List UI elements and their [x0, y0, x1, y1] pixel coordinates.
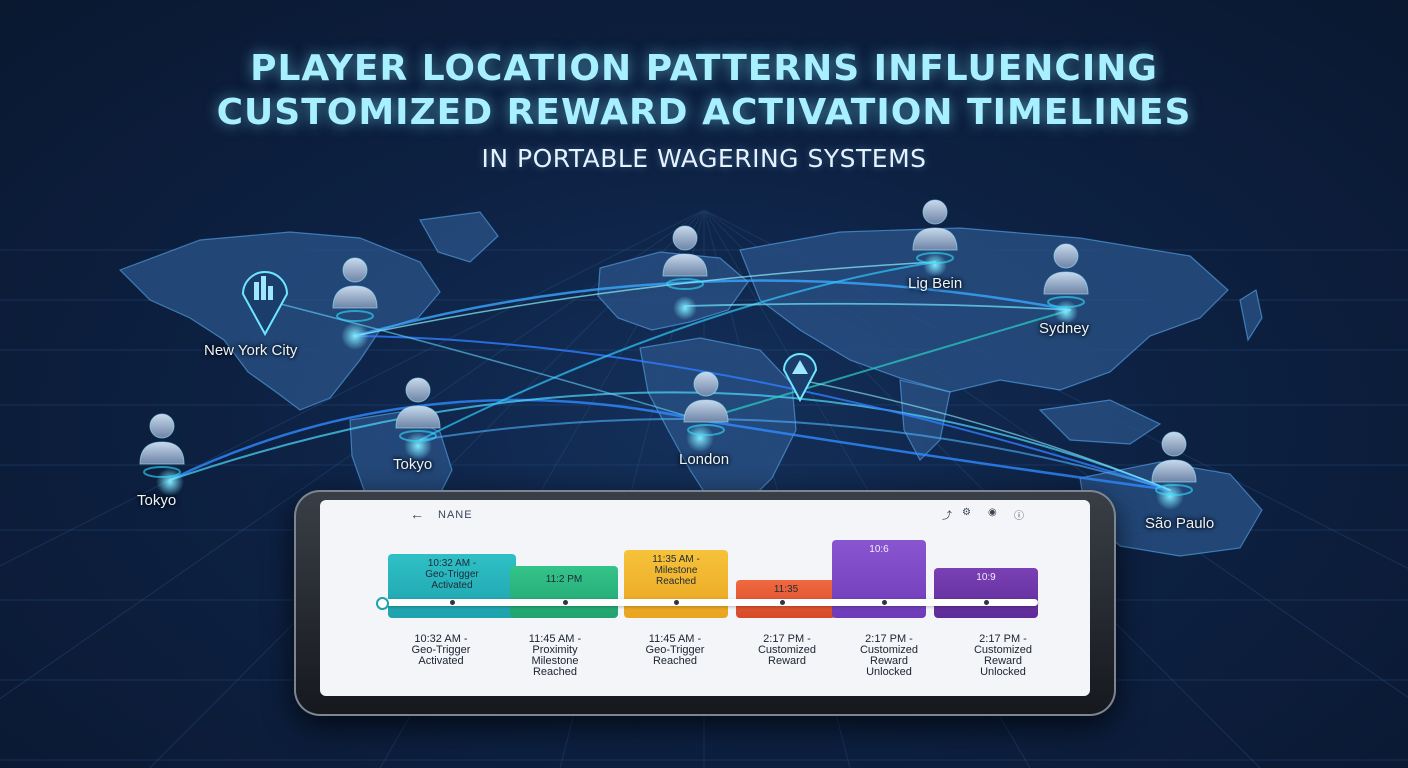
event-text: Customized	[757, 644, 817, 656]
title-line-2: CUSTOMIZED REWARD ACTIVATION TIMELINES	[216, 92, 1192, 133]
city-label-london: London	[679, 451, 730, 468]
player-avatar	[332, 257, 378, 322]
event-time: 10:32 AM -	[414, 633, 468, 645]
app-name: NANE	[438, 509, 473, 521]
location-pin-icon	[241, 271, 289, 337]
app-toolbar: ← NANE ⤴ ⚙ ◉ ⓘ	[320, 500, 1090, 526]
city-label-new-york: New York City	[204, 342, 298, 359]
tablet-screen: ← NANE ⤴ ⚙ ◉ ⓘ 10:32 AM - Geo-Trigger Ac…	[320, 500, 1090, 696]
event-text: Milestone	[531, 655, 579, 667]
event-text: Unlocked	[980, 666, 1026, 678]
bar-label: Reached	[655, 576, 697, 587]
bar-label: Geo-Trigger	[425, 569, 479, 580]
event-time: 11:45 AM -	[528, 633, 582, 645]
event-text: Geo-Trigger	[411, 644, 471, 656]
timeline-bar-2[interactable]: 11:2 PM	[510, 566, 618, 618]
event-label-5: 2:17 PM - Customized Reward Unlocked	[834, 634, 944, 678]
subtitle: IN PORTABLE WAGERING SYSTEMS	[481, 144, 927, 173]
event-label-4: 2:17 PM - Customized Reward	[732, 634, 842, 667]
player-avatar	[1151, 431, 1197, 496]
bar-label: 11:2 PM	[545, 574, 583, 585]
event-time: 2:17 PM -	[763, 633, 811, 645]
timeline-track[interactable]	[378, 599, 1038, 606]
timeline-bar-1[interactable]: 10:32 AM - Geo-Trigger Activated	[388, 554, 516, 618]
timeline-bar-3[interactable]: 11:35 AM - Milestone Reached	[624, 550, 728, 618]
event-text: Reward	[768, 655, 806, 667]
event-text: Customized	[859, 644, 919, 656]
event-label-6: 2:17 PM - Customized Reward Unlocked	[948, 634, 1058, 678]
bar-label: 11:35	[773, 584, 799, 595]
city-label-tokyo-1: Tokyo	[393, 456, 433, 473]
bar-label: 10:9	[976, 572, 996, 583]
player-avatar	[683, 371, 729, 436]
event-text: Reached	[532, 666, 578, 678]
timeline-bar-5[interactable]: 10:6	[832, 540, 926, 618]
timeline-node[interactable]	[450, 600, 455, 605]
gear-icon[interactable]: ⚙	[962, 507, 971, 518]
share-icon[interactable]: ⤴	[942, 511, 952, 522]
event-text: Reward	[984, 655, 1022, 667]
event-text: Reward	[870, 655, 908, 667]
timeline-node[interactable]	[674, 600, 679, 605]
location-pin-icon	[782, 353, 818, 403]
bar-label: 11:35 AM -	[652, 554, 700, 565]
event-text: Customized	[973, 644, 1033, 656]
event-label-1: 10:32 AM - Geo-Trigger Activated	[386, 634, 496, 667]
player-avatar	[139, 413, 185, 478]
player-avatar	[662, 225, 708, 290]
city-label-tokyo-2: Tokyo	[137, 492, 177, 509]
event-text: Proximity	[532, 644, 578, 656]
timeline-start-handle[interactable]	[376, 597, 389, 610]
timeline-node[interactable]	[984, 600, 989, 605]
event-time: 2:17 PM -	[979, 633, 1027, 645]
city-label-sydney: Sydney	[1039, 320, 1090, 337]
info-icon[interactable]: ⓘ	[1014, 511, 1024, 522]
event-text: Unlocked	[866, 666, 912, 678]
event-text: Activated	[418, 655, 464, 667]
bar-label: Milestone	[654, 565, 698, 576]
bar-label: 10:6	[869, 544, 889, 555]
city-label-lig-bein: Lig Bein	[908, 275, 963, 292]
record-icon[interactable]: ◉	[988, 507, 997, 518]
city-label-sao-paulo: São Paulo	[1145, 515, 1215, 532]
player-avatar	[395, 377, 441, 442]
bar-label: Activated	[431, 580, 473, 591]
event-text: Reached	[652, 655, 698, 667]
bar-label: 10:32 AM -	[427, 558, 477, 569]
tablet-device: ← NANE ⤴ ⚙ ◉ ⓘ 10:32 AM - Geo-Trigger Ac…	[294, 490, 1116, 716]
event-time: 2:17 PM -	[865, 633, 913, 645]
event-label-3: 11:45 AM - Geo-Trigger Reached	[620, 634, 730, 667]
player-avatar	[1043, 243, 1089, 308]
back-arrow-icon[interactable]: ←	[410, 506, 424, 522]
timeline-node[interactable]	[882, 600, 887, 605]
event-text: Geo-Trigger	[645, 644, 705, 656]
timeline-node[interactable]	[563, 600, 568, 605]
timeline-node[interactable]	[780, 600, 785, 605]
timeline-bar-6[interactable]: 10:9	[934, 568, 1038, 618]
event-time: 11:45 AM -	[648, 633, 702, 645]
player-avatar	[912, 199, 958, 264]
title-line-1: PLAYER LOCATION PATTERNS INFLUENCING	[250, 48, 1158, 89]
event-label-2: 11:45 AM - Proximity Milestone Reached	[500, 634, 610, 678]
connection-arcs	[168, 261, 1172, 492]
